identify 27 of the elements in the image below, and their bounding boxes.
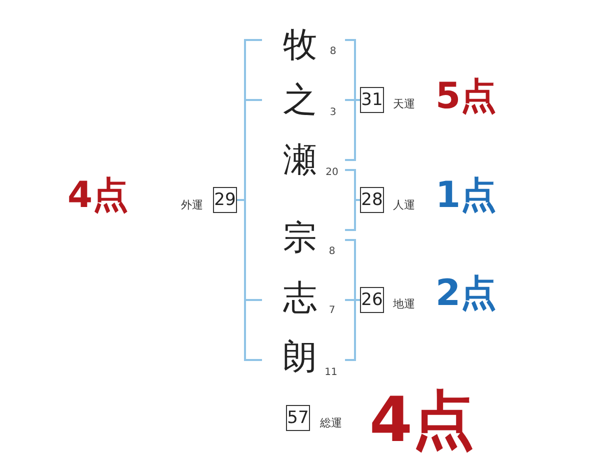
- stroke-count: 3: [330, 108, 336, 118]
- fortune-label: 地運: [393, 298, 415, 310]
- fortune-label: 外運: [181, 200, 203, 210]
- stroke-count: 8: [328, 247, 336, 257]
- score-text: 4点: [67, 178, 129, 214]
- stroke-count: 20: [326, 168, 338, 178]
- name-character: 志: [283, 281, 317, 315]
- number-box: 26: [360, 287, 384, 313]
- number-box: 29: [213, 187, 237, 213]
- score-text: 5点: [435, 79, 497, 115]
- name-character: 瀬: [283, 143, 317, 177]
- fortune-label: 総運: [320, 418, 342, 428]
- stroke-count: 7: [328, 306, 336, 316]
- number-box: 57: [286, 405, 310, 431]
- number-box: 31: [360, 87, 384, 113]
- stroke-count: 8: [330, 47, 336, 57]
- name-character: 牧: [283, 28, 317, 62]
- stroke-count: 11: [324, 368, 338, 378]
- score-text: 4点: [369, 389, 475, 451]
- name-character: 朗: [283, 340, 317, 374]
- fortune-label: 天運: [393, 98, 415, 110]
- name-character: 之: [283, 83, 317, 117]
- name-character: 宗: [283, 221, 317, 255]
- score-text: 1点: [435, 178, 497, 214]
- fortune-label: 人運: [393, 200, 415, 210]
- number-box: 28: [360, 187, 384, 213]
- score-text: 2点: [435, 276, 497, 312]
